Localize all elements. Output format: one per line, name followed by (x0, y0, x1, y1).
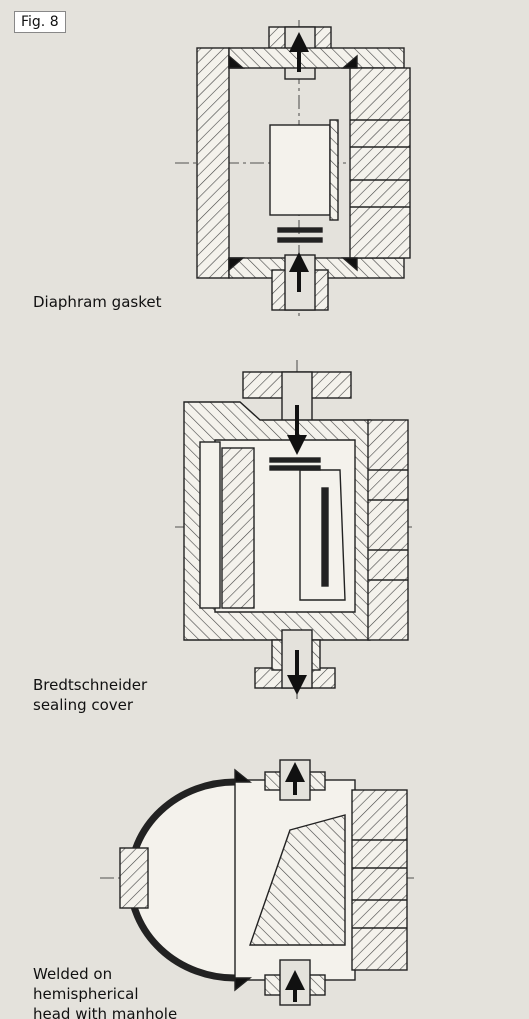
drawing-diaphragm-gasket (175, 20, 411, 318)
drawing-bredtschneider-cover (175, 360, 412, 700)
drawing-hemispherical-head (100, 759, 415, 1006)
figure-label: Fig. 8 (14, 11, 66, 33)
caption-diaphragm-gasket: Diaphram gasket (33, 293, 162, 311)
caption-hemispherical-head: Welded on hemispherical head with manhol… (33, 965, 178, 1019)
caption-bredtschneider-cover: Bredtschneider sealing cover (33, 676, 148, 714)
